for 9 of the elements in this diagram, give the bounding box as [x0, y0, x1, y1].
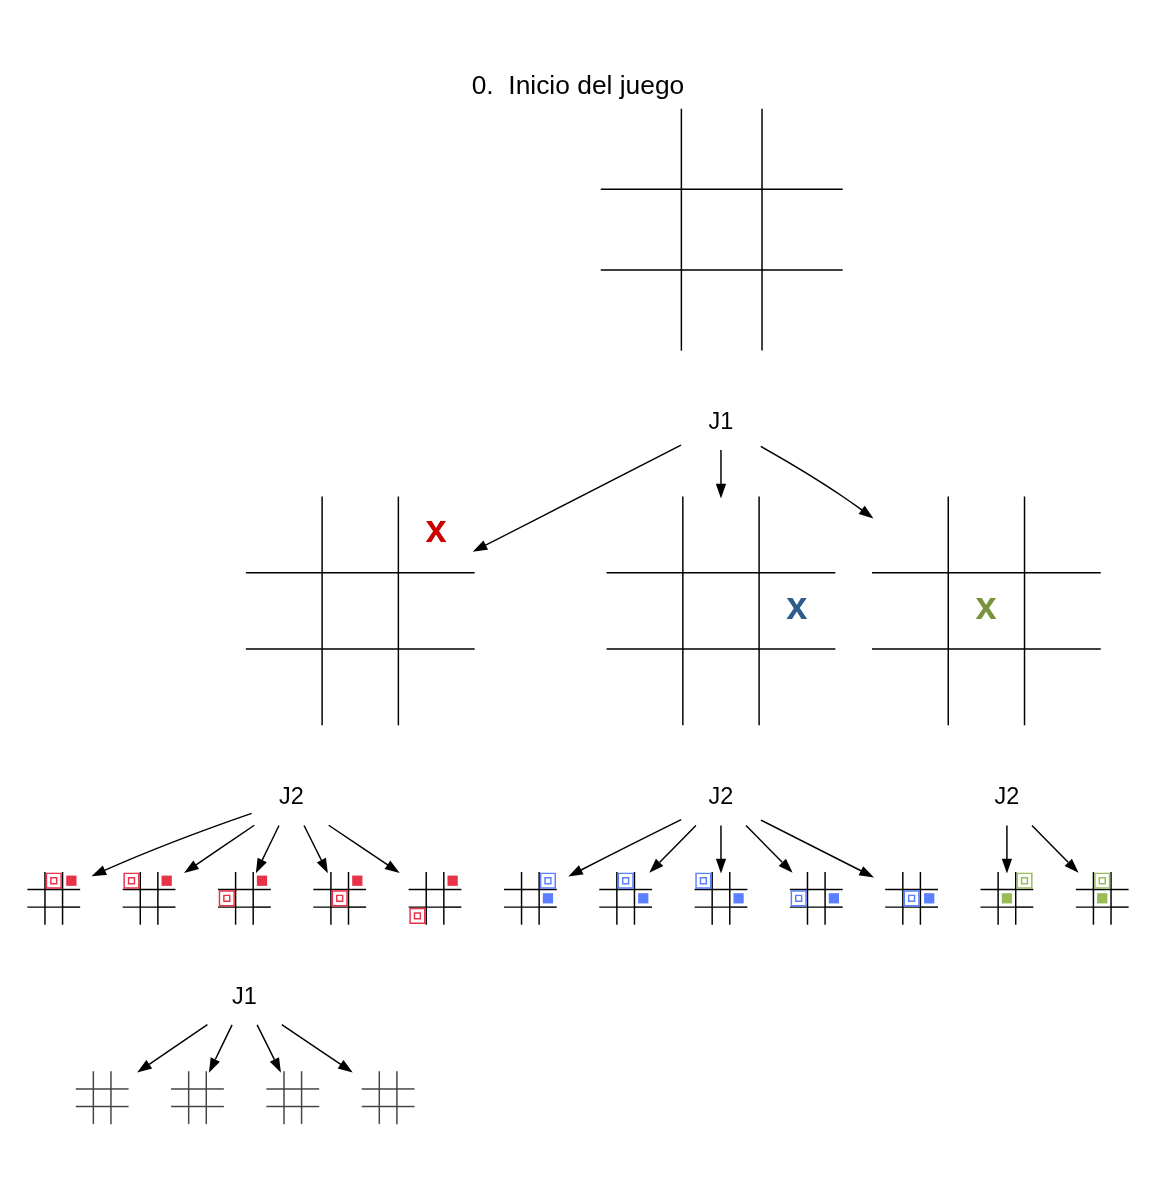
node-text: x: [786, 583, 808, 627]
node-text: J1: [232, 982, 257, 1009]
node-text: J1: [708, 407, 734, 434]
node-text: x: [425, 506, 447, 550]
node-text: J2: [278, 782, 304, 809]
diagram-title: 0. Inicio del juego: [471, 69, 685, 100]
node-text: J2: [994, 782, 1020, 809]
node-text: x: [975, 583, 997, 627]
node-text: J2: [708, 782, 734, 809]
